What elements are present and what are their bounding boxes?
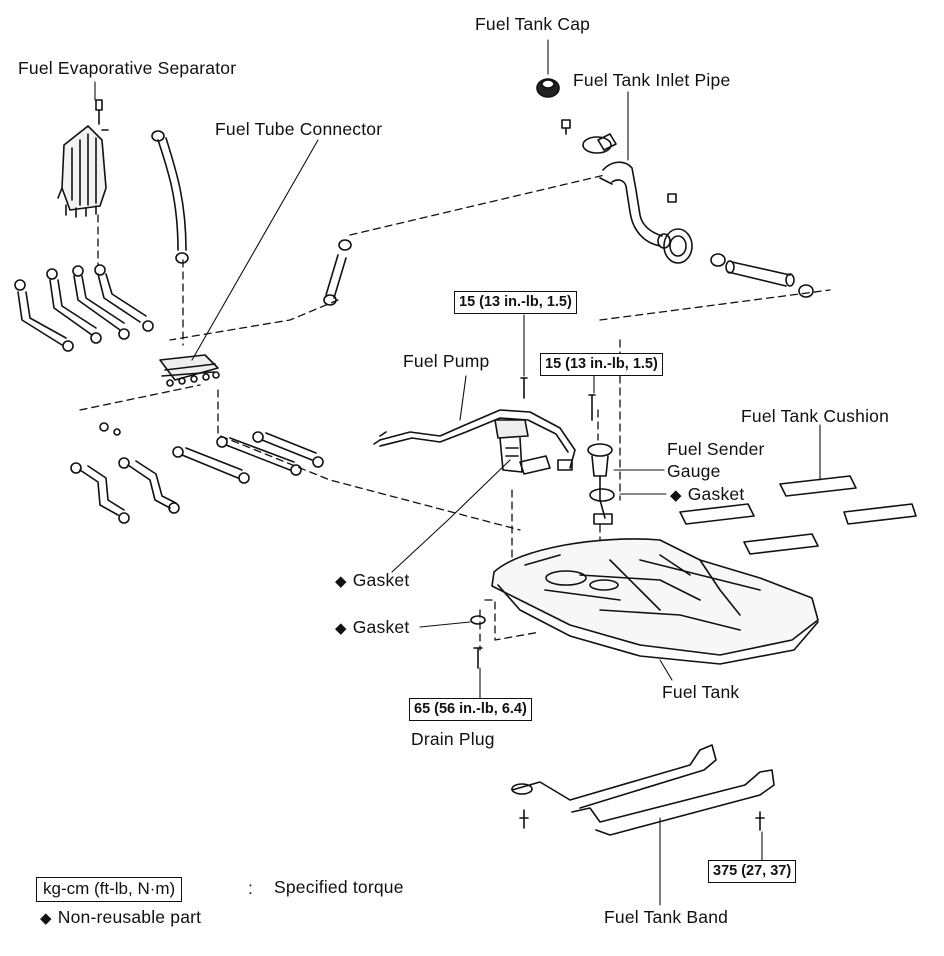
drain-plug-torque-box: 65 (56 in.-lb, 6.4)	[409, 698, 532, 721]
non-reusable-diamond-icon: ◆	[40, 910, 52, 927]
fuel-tube-connector-label: Fuel Tube Connector	[215, 119, 383, 139]
non-reusable-legend: ◆Non-reusable part	[40, 907, 202, 927]
fuel-evaporative-separator-part	[57, 99, 109, 218]
specified-torque-legend-text: Specified torque	[274, 877, 404, 897]
fuel-tank-band-label: Fuel Tank Band	[604, 907, 729, 927]
fuel-tank-band-part	[511, 744, 775, 836]
fuel-tube-connector-part	[159, 354, 220, 387]
gasket-pump-label: ◆Gasket	[335, 570, 410, 590]
fuel-tank-inlet-pipe-label: Fuel Tank Inlet Pipe	[573, 70, 731, 90]
leader-lines	[94, 39, 821, 906]
fuel-tank-cap-part	[536, 78, 560, 98]
gasket-sender-label: ◆Gasket	[670, 484, 745, 504]
fuel-sender-gauge-label-line2: Gauge	[667, 461, 721, 481]
bent-hoses-lower-left	[70, 422, 324, 524]
separator-hose-part	[151, 130, 189, 264]
sender-bolt-torque-box: 15 (13 in.-lb, 1.5)	[540, 353, 663, 376]
fuel-pump-part	[373, 377, 576, 475]
non-reusable-diamond-icon: ◆	[335, 620, 347, 637]
fuel-tank-label: Fuel Tank	[662, 682, 740, 702]
inlet-hose-part	[710, 253, 814, 298]
fuel-sender-gauge-part	[587, 394, 615, 525]
fuel-tank-cap-label: Fuel Tank Cap	[475, 14, 591, 34]
fuel-tank-cushion-label: Fuel Tank Cushion	[741, 406, 890, 426]
bent-hoses-left	[14, 264, 154, 352]
fuel-evaporative-separator-label: Fuel Evaporative Separator	[18, 58, 237, 78]
pump-bolt-torque-box: 15 (13 in.-lb, 1.5)	[454, 291, 577, 314]
non-reusable-diamond-icon: ◆	[670, 487, 682, 504]
drain-plug-label: Drain Plug	[411, 729, 495, 749]
torque-unit-legend-box: kg-cm (ft-lb, N·m)	[36, 877, 183, 902]
fuel-sender-gauge-label-line1: Fuel Sender	[667, 439, 765, 459]
band-bolt-torque-box: 375 (27, 37)	[708, 860, 797, 883]
connector-hose-part	[323, 239, 352, 306]
legend-colon: :	[248, 878, 254, 898]
fuel-tank-part	[470, 538, 819, 669]
gasket-drain-label: ◆Gasket	[335, 617, 410, 637]
fuel-pump-label: Fuel Pump	[403, 351, 490, 371]
non-reusable-diamond-icon: ◆	[335, 573, 347, 590]
fuel-tank-inlet-pipe-part	[561, 119, 693, 264]
fuel-tank-cushion-part	[679, 475, 917, 555]
